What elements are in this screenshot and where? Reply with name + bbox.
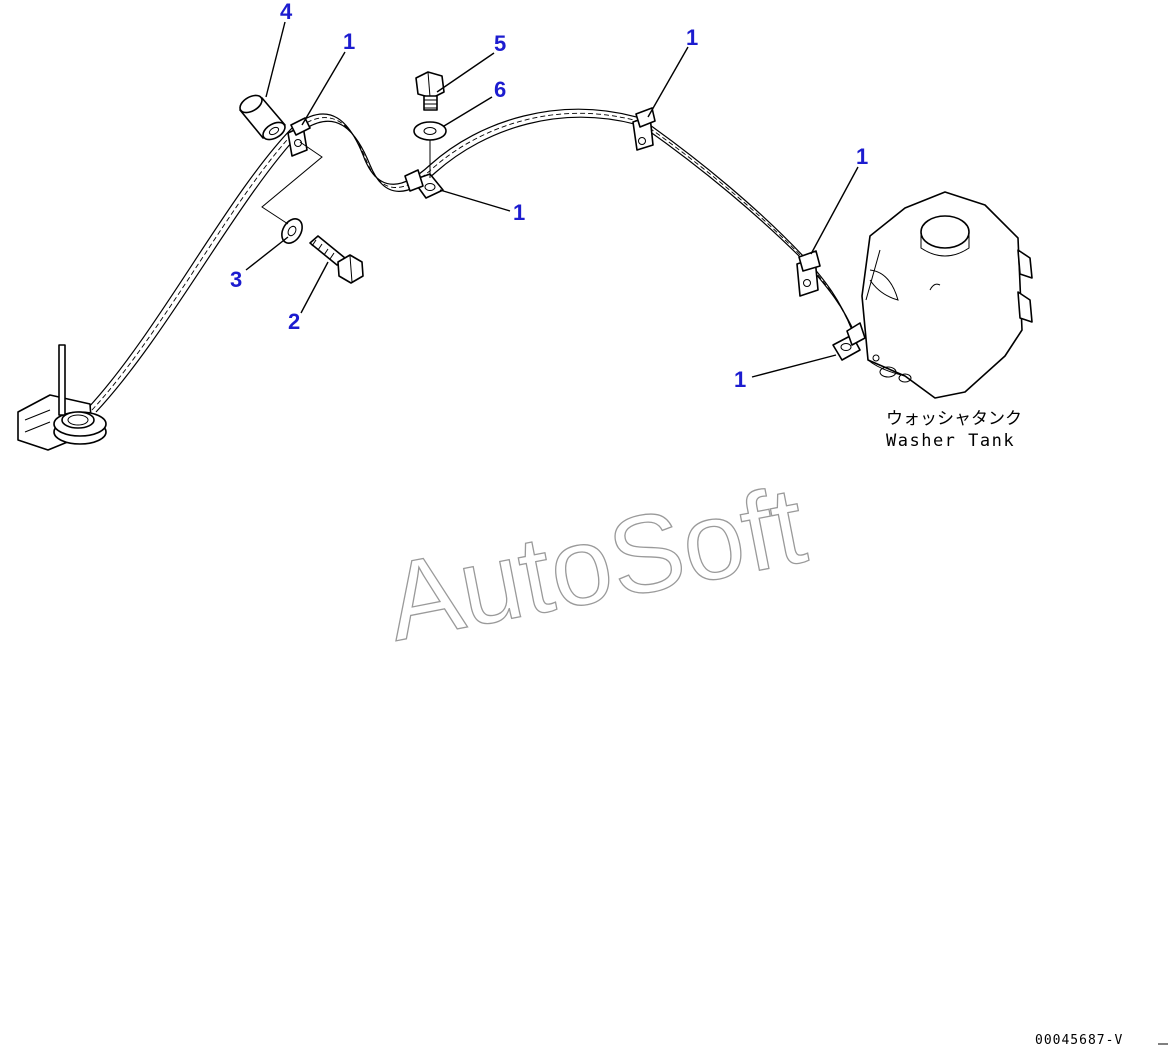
watermark-text: AutoSoft [377,463,815,664]
clamp-1-c [632,107,656,151]
callout-1-a: 1 [343,29,355,54]
tank-label-english: Washer Tank [886,431,1015,451]
callout-3: 3 [230,267,242,292]
leader-lines [245,21,859,378]
washer-nozzle-grommet [17,344,107,451]
fastening-path [261,141,323,225]
callout-1-b: 1 [513,200,525,225]
callout-5: 5 [494,31,506,56]
clamp-1-d [796,250,821,297]
part-4-collar [239,94,286,141]
washer-tank [861,191,1033,399]
callout-4: 4 [280,0,293,24]
clamp-1-a [287,117,311,157]
callout-1-e: 1 [734,367,746,392]
callout-1-c: 1 [686,25,698,50]
tank-label-japanese: ウォッシャタンク [886,409,1022,429]
clamp-1-e [832,322,866,361]
callout-2: 2 [288,309,300,334]
callout-1-d: 1 [856,144,868,169]
callout-6: 6 [494,77,506,102]
drawing-number: 00045687-V [1035,1033,1123,1048]
part-6-washer [413,121,447,178]
clamp-1-b [404,169,444,199]
part-2-bolt [309,235,364,284]
part-5-bolt [415,71,445,111]
